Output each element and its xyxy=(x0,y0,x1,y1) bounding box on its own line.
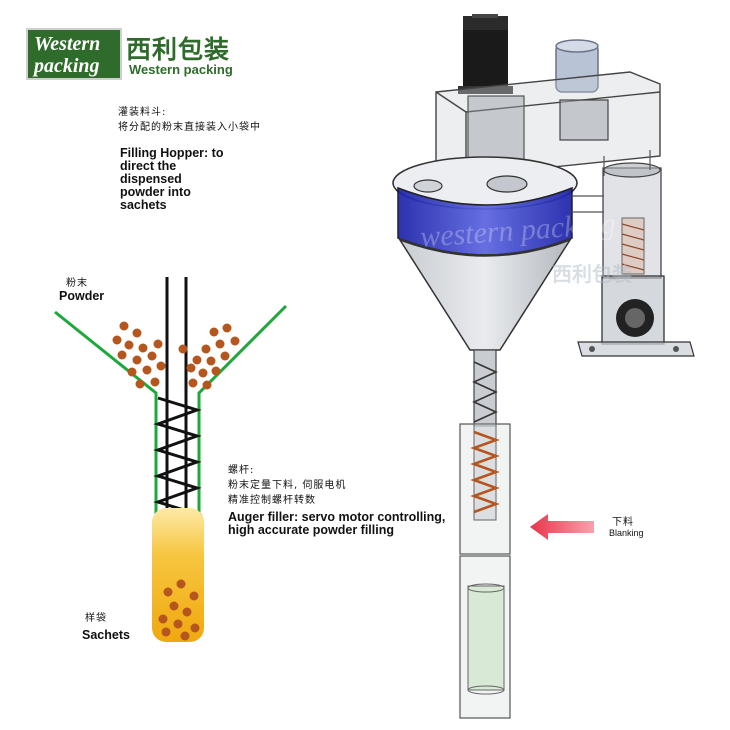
auger-tube xyxy=(472,349,498,427)
sachets-label-cn: 样袋 xyxy=(85,613,107,624)
watermark-cn: 西利包装 xyxy=(552,262,632,286)
brand-logo-text: Western packing xyxy=(34,33,101,77)
schematic-funnel xyxy=(54,304,288,515)
hopper-cone xyxy=(398,238,572,351)
auger-label-cn-line2: 精准控制螺杆转数 xyxy=(228,495,316,506)
servo-motor xyxy=(458,14,513,94)
top-frame xyxy=(435,71,661,177)
auger-label-en-line1: Auger filler: servo motor controlling, xyxy=(228,510,446,524)
schematic-powder-particles xyxy=(112,321,240,390)
brand-logo: Western packing xyxy=(26,28,122,80)
powder-label-en: Powder xyxy=(59,289,105,303)
schematic-auger-helix xyxy=(153,396,203,526)
lid-center xyxy=(486,175,528,193)
filling-tube xyxy=(459,423,511,555)
auger-label-cn-line1: 粉末定量下料, 伺服电机 xyxy=(228,480,347,491)
sachet-holder xyxy=(459,555,511,719)
blanking-label-en: Blanking xyxy=(609,528,644,538)
schematic-sachet xyxy=(152,508,204,642)
brand-name-en: Western packing xyxy=(129,62,233,77)
lid-inlet xyxy=(413,179,443,193)
brand-name-cn: 西利包装 xyxy=(126,35,231,64)
hopper-label-cn-title: 灌装料斗: xyxy=(118,107,167,118)
blanking-arrow xyxy=(530,514,594,540)
powder-label-cn: 粉末 xyxy=(66,278,88,289)
auger-label-cn-title: 螺杆: xyxy=(228,465,255,476)
blanking-label-cn: 下料 xyxy=(612,517,634,528)
hopper-label-en: Filling Hopper: to direct the dispensed … xyxy=(120,146,224,212)
auger-label-en-line2: high accurate powder filling xyxy=(228,523,394,537)
hopper-label-cn-desc: 将分配的粉末直接装入小袋中 xyxy=(118,122,261,133)
schematic-sachet-particles xyxy=(158,579,200,641)
side-column xyxy=(602,162,662,279)
sachets-label-en: Sachets xyxy=(82,628,130,642)
gearbox xyxy=(559,99,609,141)
frame-lines xyxy=(572,150,651,213)
secondary-motor xyxy=(555,39,599,93)
lower-motor xyxy=(577,275,695,357)
